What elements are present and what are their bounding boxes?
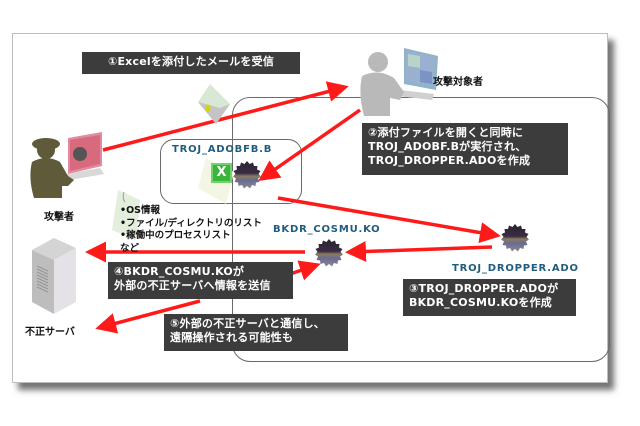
- arrow-remote-control-in: [95, 299, 201, 334]
- attacker-icon: [30, 132, 104, 198]
- arrow-email: [102, 81, 349, 152]
- step3-box: ③TROJ_DROPPER.ADOが BKDR_COSMU.KOを作成: [403, 279, 576, 316]
- step4-box: ④BKDR_COSMU.KOが 外部の不正サーバへ情報を送信: [108, 262, 293, 299]
- stolen-info-item: •稼働中のプロセスリスト: [120, 230, 231, 241]
- stolen-info-list: •OS情報 •ファイル/ディレクトリのリスト •稼働中のプロセスリスト など: [120, 205, 262, 255]
- malware-label-dropper: TROJ_DROPPER.ADO: [452, 263, 579, 274]
- excel-icon: X: [211, 163, 232, 183]
- target-icon: [360, 48, 438, 116]
- step2-box: ②添付ファイルを開くと同時に TROJ_ADOBF.Bが実行され、 TROJ_D…: [362, 123, 568, 175]
- stolen-info-item: •ファイル/ディレクトリのリスト: [120, 217, 262, 229]
- stolen-info-document-icon: [112, 190, 140, 240]
- server-label: 不正サーバ: [25, 327, 75, 338]
- arrow-create-backdoor: [345, 241, 493, 262]
- step1-box: ①Excelを添付したメールを受信: [82, 52, 300, 74]
- stolen-info-item: など: [120, 242, 140, 254]
- arrow-drop: [277, 196, 501, 243]
- email-icon: [198, 84, 230, 124]
- malware-gear-icon-dropper: [501, 224, 529, 252]
- arrow-remote-control-out: [289, 260, 321, 281]
- malware-gear-icon-cosmu: [315, 239, 343, 267]
- attacker-label: 攻撃者: [44, 212, 74, 223]
- stolen-info-item: •OS情報: [120, 205, 160, 216]
- malware-gear-icon-adobfb: [233, 161, 261, 189]
- step5-box: ⑤外部の不正サーバと通信し、 遠隔操作される可能性も: [164, 314, 348, 351]
- malware-label-adobfb: TROJ_ADOBFB.B: [172, 144, 273, 155]
- attachment-callout: [160, 139, 302, 204]
- server-icon: [32, 238, 76, 314]
- target-label: 攻撃対象者: [433, 77, 483, 88]
- arrow-execute: [258, 108, 362, 182]
- malware-label-cosmu: BKDR_COSMU.KO: [273, 224, 381, 235]
